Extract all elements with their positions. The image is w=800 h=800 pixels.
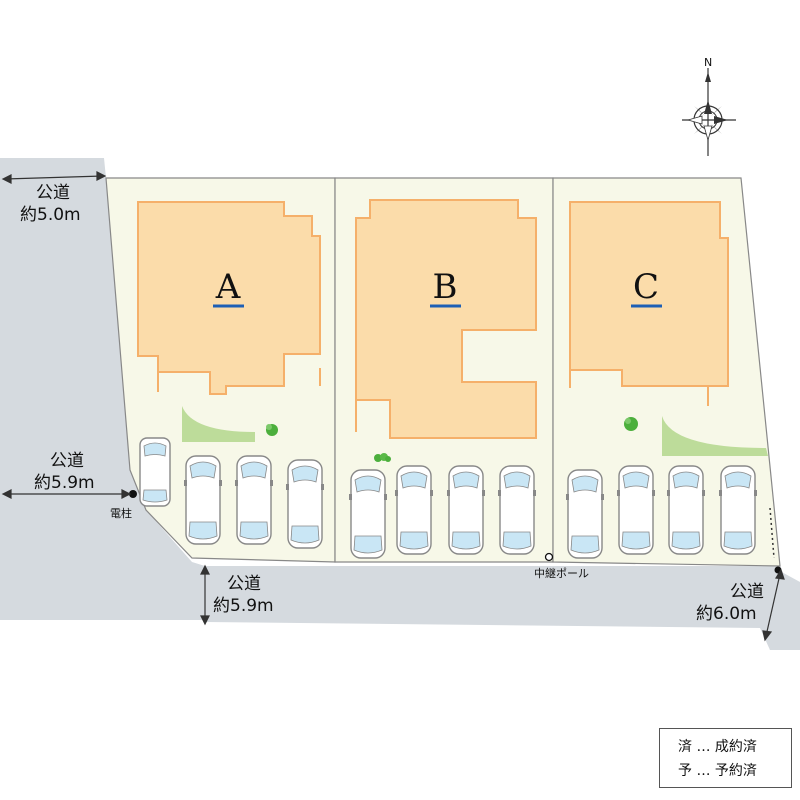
road-west: [0, 158, 205, 620]
road-width-label: 約5.9m: [213, 596, 274, 616]
road-width-arrow: [200, 564, 210, 626]
lot-letter-a: A: [215, 267, 241, 307]
relay-pole-label: 中継ポール: [534, 566, 589, 580]
parking-car-icon: [285, 459, 325, 549]
building-b: [355, 199, 537, 439]
legend-row: 予 … 予約済: [678, 759, 791, 783]
lawn-a: [182, 406, 255, 442]
parking-car-icon: [497, 465, 537, 555]
legend-symbol: 予: [678, 763, 692, 779]
shrub-icon: [374, 453, 391, 462]
road-label: 公道: [36, 183, 70, 203]
parking-car-icon: [394, 465, 434, 555]
compass-north-label: N: [704, 56, 712, 69]
parking-car-icon: [348, 469, 388, 559]
road-label: 公道: [730, 582, 764, 602]
legend-box: 済 … 成約済 予 … 予約済: [659, 728, 792, 788]
lawn-c: [662, 416, 768, 456]
road-width-label: 約5.9m: [34, 473, 95, 493]
parking-car-icon: [183, 455, 223, 545]
boundary-dotted-line: [769, 507, 775, 559]
tree-icon: [624, 417, 638, 431]
road-width-arrow: [1, 489, 132, 499]
road-south: [205, 566, 800, 650]
road-width-label: 約6.0m: [696, 604, 757, 624]
road-width-arrow: [762, 568, 785, 642]
legend-symbol: 済: [678, 739, 692, 755]
building-a: [137, 201, 321, 395]
utility-pole-label: 電柱: [110, 506, 132, 520]
lot-letter-b: B: [433, 267, 458, 307]
parking-car-icon: [616, 465, 656, 555]
tree-icon: [266, 424, 278, 436]
parking-car-icon: [446, 465, 486, 555]
legend-separator: …: [696, 763, 711, 779]
legend-row: 済 … 成約済: [678, 735, 791, 759]
parking-car-icon: [666, 465, 706, 555]
parking-car-icon: [139, 437, 171, 507]
road-width-arrow: [1, 171, 107, 184]
legend-separator: …: [696, 739, 711, 755]
parking-car-icon: [565, 469, 605, 559]
road-label: 公道: [227, 574, 261, 594]
relay-pole-icon: [544, 552, 554, 562]
compass-rose-icon: [682, 68, 736, 156]
road-east-corner: [764, 570, 800, 650]
legend-meaning: 予約済: [714, 763, 757, 779]
lot-letter-c: C: [633, 267, 659, 307]
road-label: 公道: [50, 451, 84, 471]
parking-car-icon: [234, 455, 274, 545]
parking-car-icon: [718, 465, 758, 555]
road-width-label: 約5.0m: [20, 205, 81, 225]
legend-meaning: 成約済: [714, 739, 757, 755]
building-c: [569, 201, 729, 387]
utility-pole-icon: [129, 490, 137, 498]
